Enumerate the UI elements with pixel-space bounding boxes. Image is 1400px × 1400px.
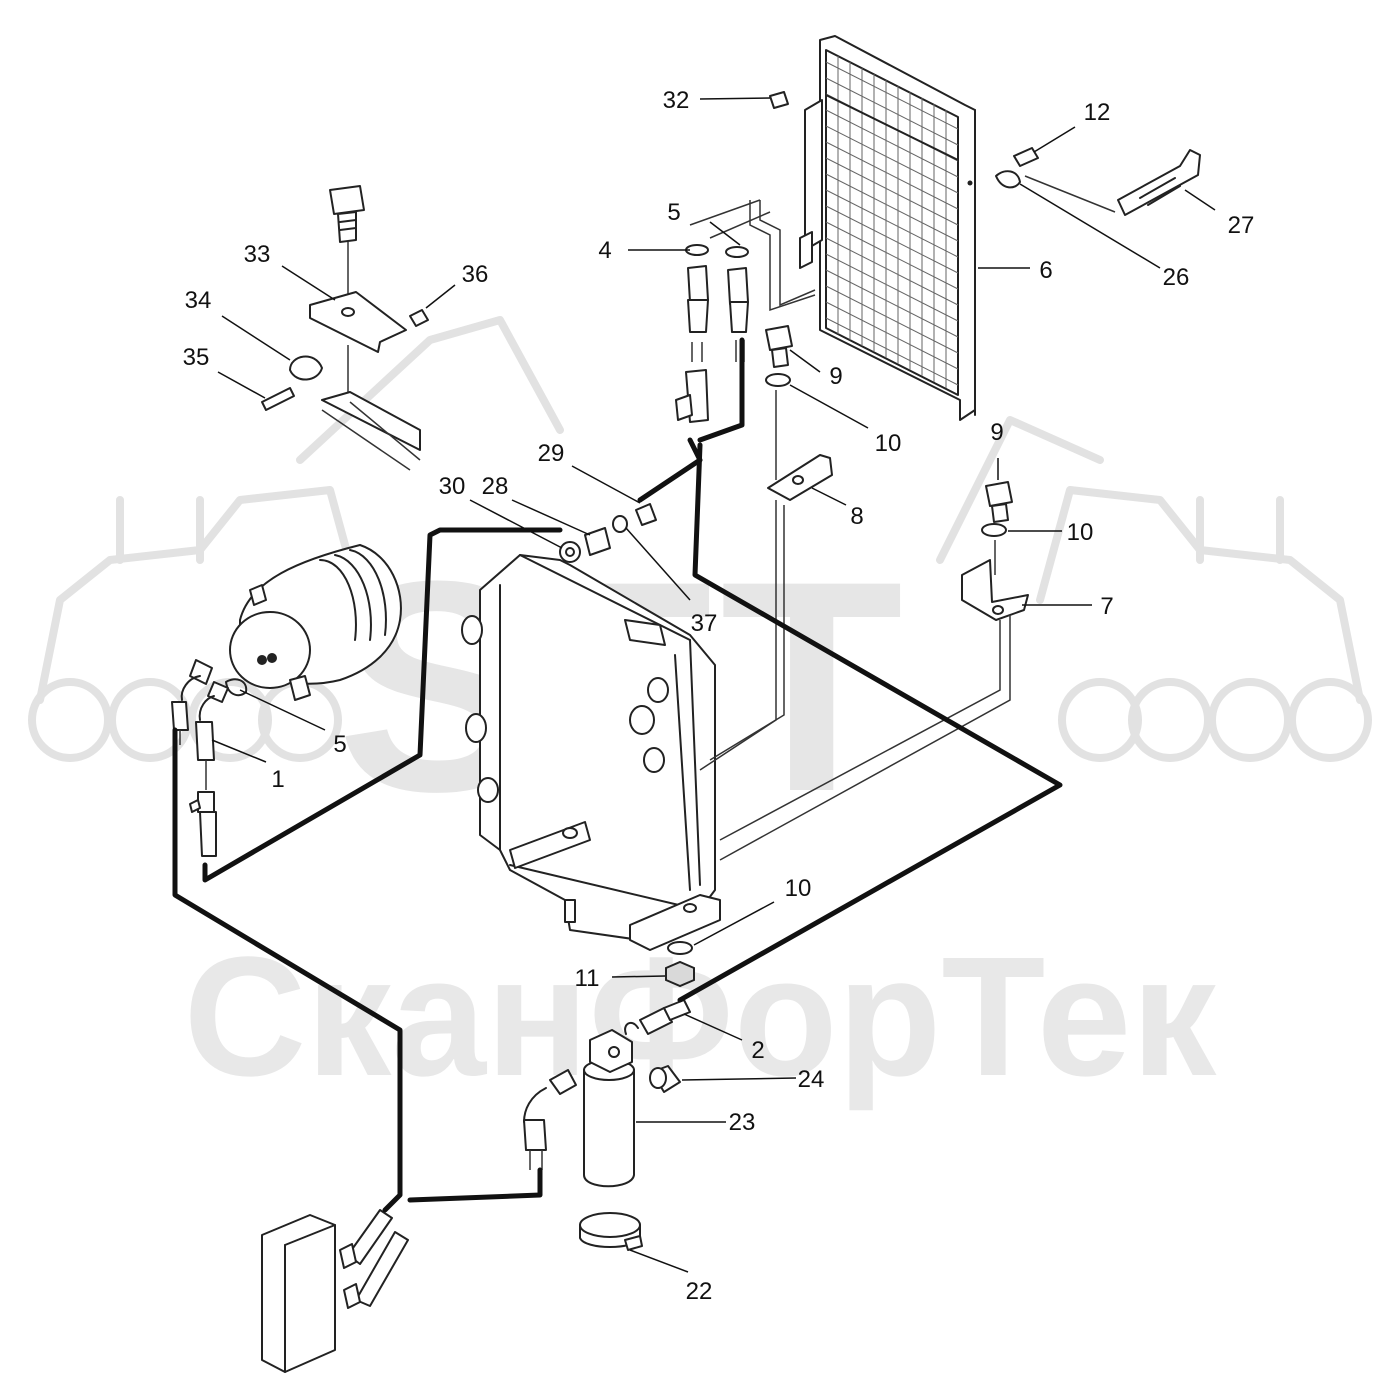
callout-5-lower: 5 <box>333 731 346 758</box>
callout-4: 4 <box>598 237 611 264</box>
bolt-32 <box>769 91 789 109</box>
callout-12: 12 <box>1084 99 1111 126</box>
callout-8: 8 <box>850 503 863 530</box>
callout-9: 9 <box>829 363 842 390</box>
callout-1: 1 <box>271 766 284 793</box>
pipe-fittings-upper <box>675 244 749 423</box>
watermark-company-name: СканФорТек <box>184 922 1218 1112</box>
callout-9-right: 9 <box>990 419 1003 446</box>
callout-10-right: 10 <box>1067 519 1094 546</box>
callout-labels: 32 12 5 4 27 33 36 6 26 34 35 9 10 9 29 … <box>183 87 1255 1305</box>
refrigerant-hoses <box>172 337 1063 1213</box>
callout-36: 36 <box>462 261 489 288</box>
callout-23: 23 <box>729 1109 756 1136</box>
callout-34: 34 <box>185 287 212 314</box>
radiator-block <box>461 554 721 951</box>
callout-33: 33 <box>244 241 271 268</box>
callout-26: 26 <box>1163 264 1190 291</box>
compressor-hoses <box>171 659 248 857</box>
watermark-tractor-right <box>936 416 1372 762</box>
callout-11: 11 <box>575 965 600 992</box>
compressor <box>229 544 402 701</box>
condenser-pipes <box>689 199 816 312</box>
callout-30: 30 <box>439 473 466 500</box>
callout-10: 10 <box>875 430 902 457</box>
callout-22: 22 <box>686 1278 713 1305</box>
receiver-drier <box>523 999 691 1251</box>
condenser-core-grid <box>825 56 959 388</box>
callout-7: 7 <box>1100 593 1113 620</box>
condenser-mount-parts <box>995 147 1201 216</box>
evaporator-unit <box>261 1209 409 1373</box>
callout-27: 27 <box>1228 212 1255 239</box>
leader-lines <box>211 97 1216 1273</box>
bracket-assembly-left <box>261 185 429 471</box>
callout-24: 24 <box>798 1066 825 1093</box>
callout-32: 32 <box>663 87 690 114</box>
callout-29: 29 <box>538 440 565 467</box>
callout-28: 28 <box>482 473 509 500</box>
fittings-28-30 <box>559 503 657 563</box>
callout-5: 5 <box>667 199 680 226</box>
mount-hardware-right <box>665 325 1029 988</box>
callout-6: 6 <box>1039 257 1052 284</box>
callout-10-lower: 10 <box>785 875 812 902</box>
condenser <box>799 35 976 421</box>
callout-35: 35 <box>183 344 210 371</box>
callout-2: 2 <box>751 1037 764 1064</box>
callout-37: 37 <box>691 610 718 637</box>
